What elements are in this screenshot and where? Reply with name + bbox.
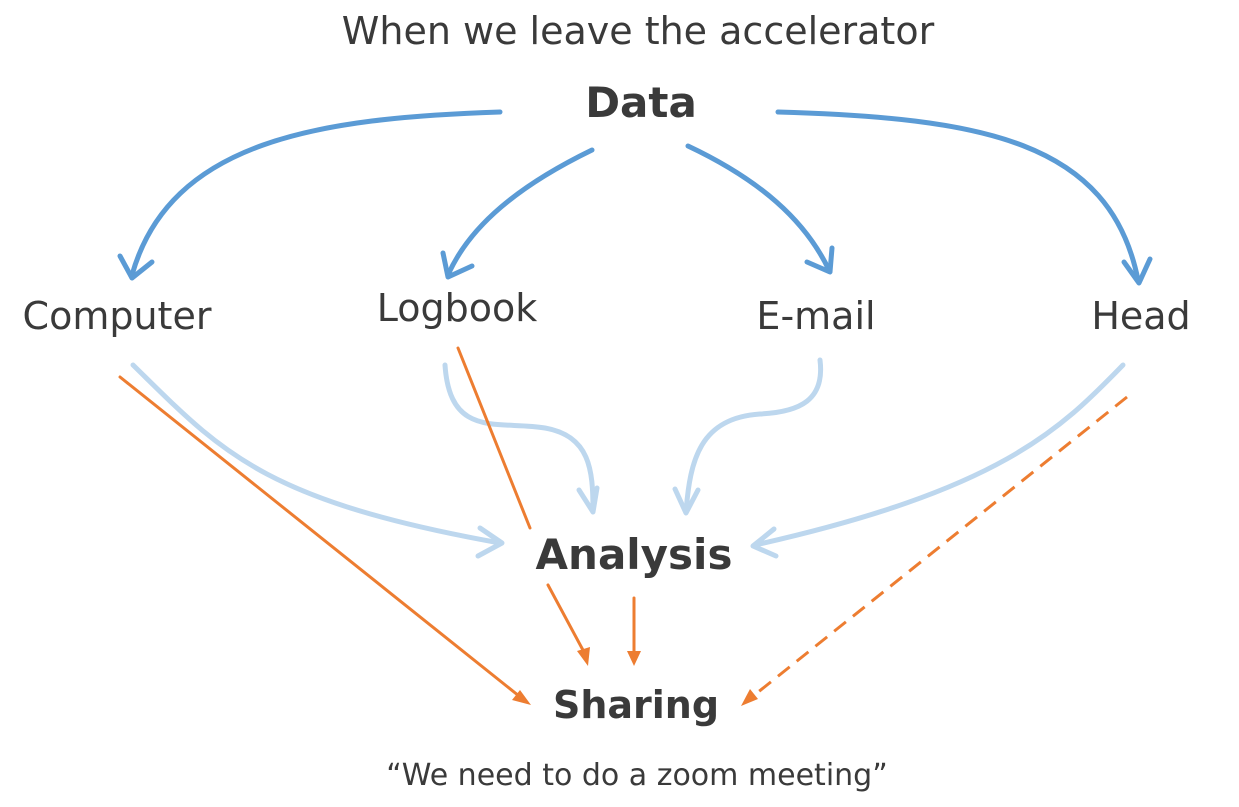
node-logbook: Logbook	[376, 286, 538, 330]
arrow-computer-to-analysis	[130, 362, 505, 559]
node-email: E-mail	[756, 294, 876, 338]
node-head: Head	[1091, 294, 1191, 338]
arrow-email-to-analysis	[672, 357, 824, 516]
arrow-data-to-head	[775, 109, 1153, 286]
arrow-computer-to-sharing	[118, 375, 531, 705]
arrow-data-to-email	[685, 143, 835, 275]
arrow-logbook-to-sharing	[456, 346, 590, 666]
node-analysis: Analysis	[535, 530, 733, 579]
node-sharing: Sharing	[552, 683, 720, 727]
arrow-data-to-logbook	[440, 147, 595, 280]
arrow-logbook-to-analysis	[442, 362, 600, 515]
arrow-data-to-computer	[117, 109, 503, 281]
arrow-head-to-analysis	[750, 362, 1126, 559]
diagram-title: When we leave the accelerator	[341, 9, 935, 53]
quote-caption: “We need to do a zoom meeting”	[386, 758, 888, 793]
node-computer: Computer	[22, 294, 212, 338]
node-data: Data	[585, 78, 697, 127]
arrow-head-to-sharing	[741, 395, 1128, 706]
arrow-analysis-to-sharing	[627, 596, 641, 666]
